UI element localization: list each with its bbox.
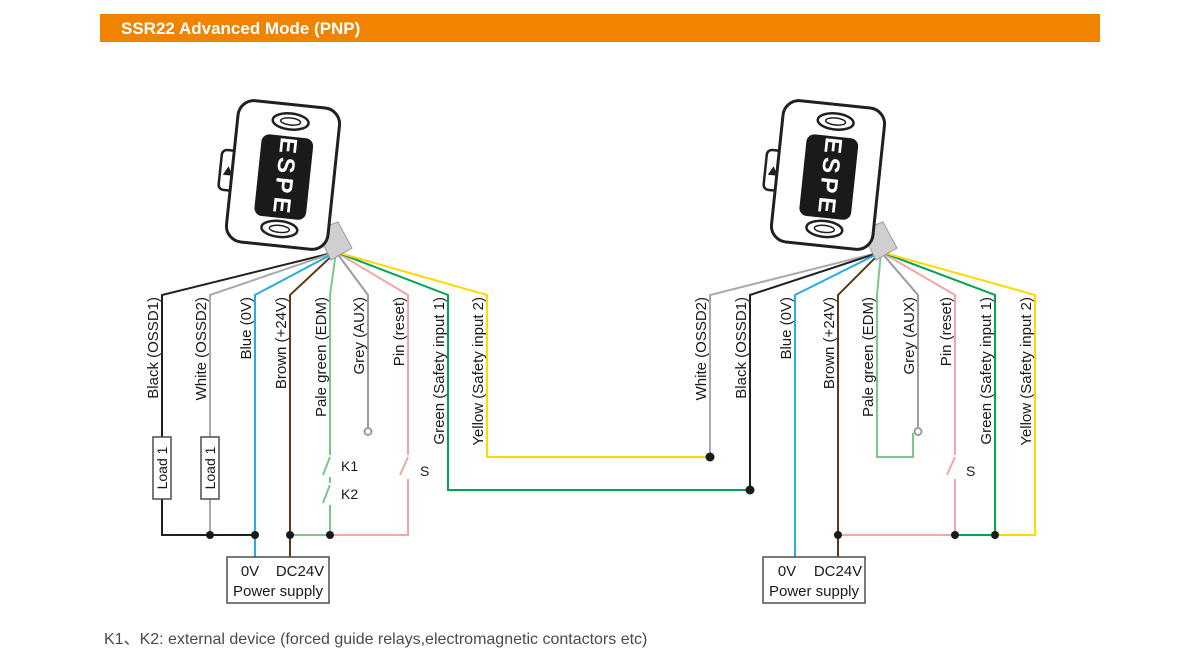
terminal-0v-right: 0V (778, 563, 796, 580)
wire-left-palegreen-edm (329, 251, 337, 455)
terminal-24v-left: DC24V (276, 563, 324, 580)
wire-right-black-ossd1 (749, 251, 882, 490)
wire-left-grey-aux (335, 251, 369, 428)
wire-left-palegreen-tail (290, 505, 331, 536)
wire-label-right-24v: Brown (+24V) (821, 297, 838, 389)
power-supply-left: 0V DC24V Power supply (226, 556, 330, 604)
sensor-left (211, 96, 343, 253)
reset-switch-blade-right (946, 456, 956, 476)
wire-label-right-reset: Pin (reset) (938, 297, 955, 366)
wire-label-left-24v: Brown (+24V) (273, 297, 290, 389)
header-bar (100, 14, 1100, 42)
terminal-24v-right: DC24V (814, 563, 862, 580)
wire-label-left-safety2: Yellow (Safety input 2) (470, 297, 487, 446)
wire-label-right-safety2: Yellow (Safety input 2) (1018, 297, 1035, 446)
load2-label: Load 1 (202, 446, 218, 489)
wire-label-left-safety1: Green (Safety input 1) (431, 297, 448, 445)
relay-contact-k1 (322, 456, 331, 476)
wire-label-right-ossd2: White (OSSD2) (693, 297, 710, 400)
reset-switch-blade-left (399, 456, 409, 476)
load1-box (152, 436, 172, 500)
junction-dot (251, 531, 259, 539)
wire-right-brown-24v (837, 251, 882, 557)
wire-label-right-0v: Blue (0V) (778, 297, 795, 360)
junction-dot (991, 531, 999, 539)
right-wire-group (709, 251, 1036, 557)
wire-right-blue-0v (794, 251, 882, 557)
power-supply-right: 0V DC24V Power supply (762, 556, 866, 604)
page-title: SSR22 Advanced Mode (PNP) (121, 19, 360, 38)
wire-left-pink-tail (330, 479, 409, 536)
junction-dot (206, 531, 214, 539)
wire-label-left-ossd1: Black (OSSD1) (145, 297, 162, 399)
power-supply-label-left: Power supply (233, 583, 324, 600)
left-wire-labels: Black (OSSD1) White (OSSD2) Blue (0V) Br… (145, 297, 487, 446)
wire-label-right-safety1: Green (Safety input 1) (978, 297, 995, 445)
reset-switch-label-right: S (966, 463, 975, 479)
wire-right-yellow-safety2 (880, 251, 1036, 536)
wire-left-blue-0v (254, 251, 337, 557)
wire-label-left-0v: Blue (0V) (238, 297, 255, 360)
wire-label-right-ossd1: Black (OSSD1) (733, 297, 750, 399)
wire-left-pink-reset (335, 251, 409, 455)
load1-label: Load 1 (154, 446, 170, 489)
reset-switch-label-left: S (420, 463, 429, 479)
wire-left-green-safety1 (335, 251, 750, 491)
wire-label-right-edm: Pale green (EDM) (860, 297, 877, 417)
footnote: K1、K2: external device (forced guide rel… (104, 631, 647, 648)
right-wire-labels: White (OSSD2) Black (OSSD1) Blue (0V) Br… (693, 297, 1035, 446)
power-supply-box-right (762, 556, 866, 604)
wire-right-pink-tail (838, 479, 956, 536)
junction-dot (326, 531, 334, 539)
relay-contact-k2 (322, 484, 331, 504)
aux-open-end-left (363, 427, 373, 436)
terminal-0v-left: 0V (241, 563, 259, 580)
aux-open-end-right (913, 427, 923, 436)
wire-left-brown-24v (289, 251, 337, 557)
left-wire-group (161, 251, 750, 557)
sensor-right (756, 96, 888, 253)
junction-dot (286, 531, 294, 539)
wire-label-right-aux: Grey (AUX) (901, 297, 918, 375)
power-supply-box-left (226, 556, 330, 604)
wire-right-pink-reset (880, 251, 956, 455)
junction-dots (206, 452, 999, 539)
wire-left-yellow-safety2 (335, 251, 710, 458)
relay-k2-label: K2 (341, 486, 358, 502)
load2-box (200, 436, 220, 500)
wire-left-black-ossd1 (161, 251, 337, 536)
wire-right-white-ossd2 (709, 251, 882, 457)
wire-label-left-ossd2: White (OSSD2) (193, 297, 210, 400)
wire-label-left-aux: Grey (AUX) (351, 297, 368, 375)
junction-dot-safety1-to-ossd1 (745, 485, 755, 495)
wire-label-left-reset: Pin (reset) (391, 297, 408, 366)
wire-right-grey-aux (880, 251, 919, 428)
junction-dot-safety2-to-ossd2 (705, 452, 715, 462)
junction-dot (834, 531, 842, 539)
wire-right-palegreen-edm (876, 251, 914, 458)
power-supply-label-right: Power supply (769, 583, 860, 600)
wire-right-green-safety1 (880, 251, 996, 536)
wire-label-left-edm: Pale green (EDM) (313, 297, 330, 417)
relay-k1-label: K1 (341, 458, 358, 474)
junction-dot (951, 531, 959, 539)
